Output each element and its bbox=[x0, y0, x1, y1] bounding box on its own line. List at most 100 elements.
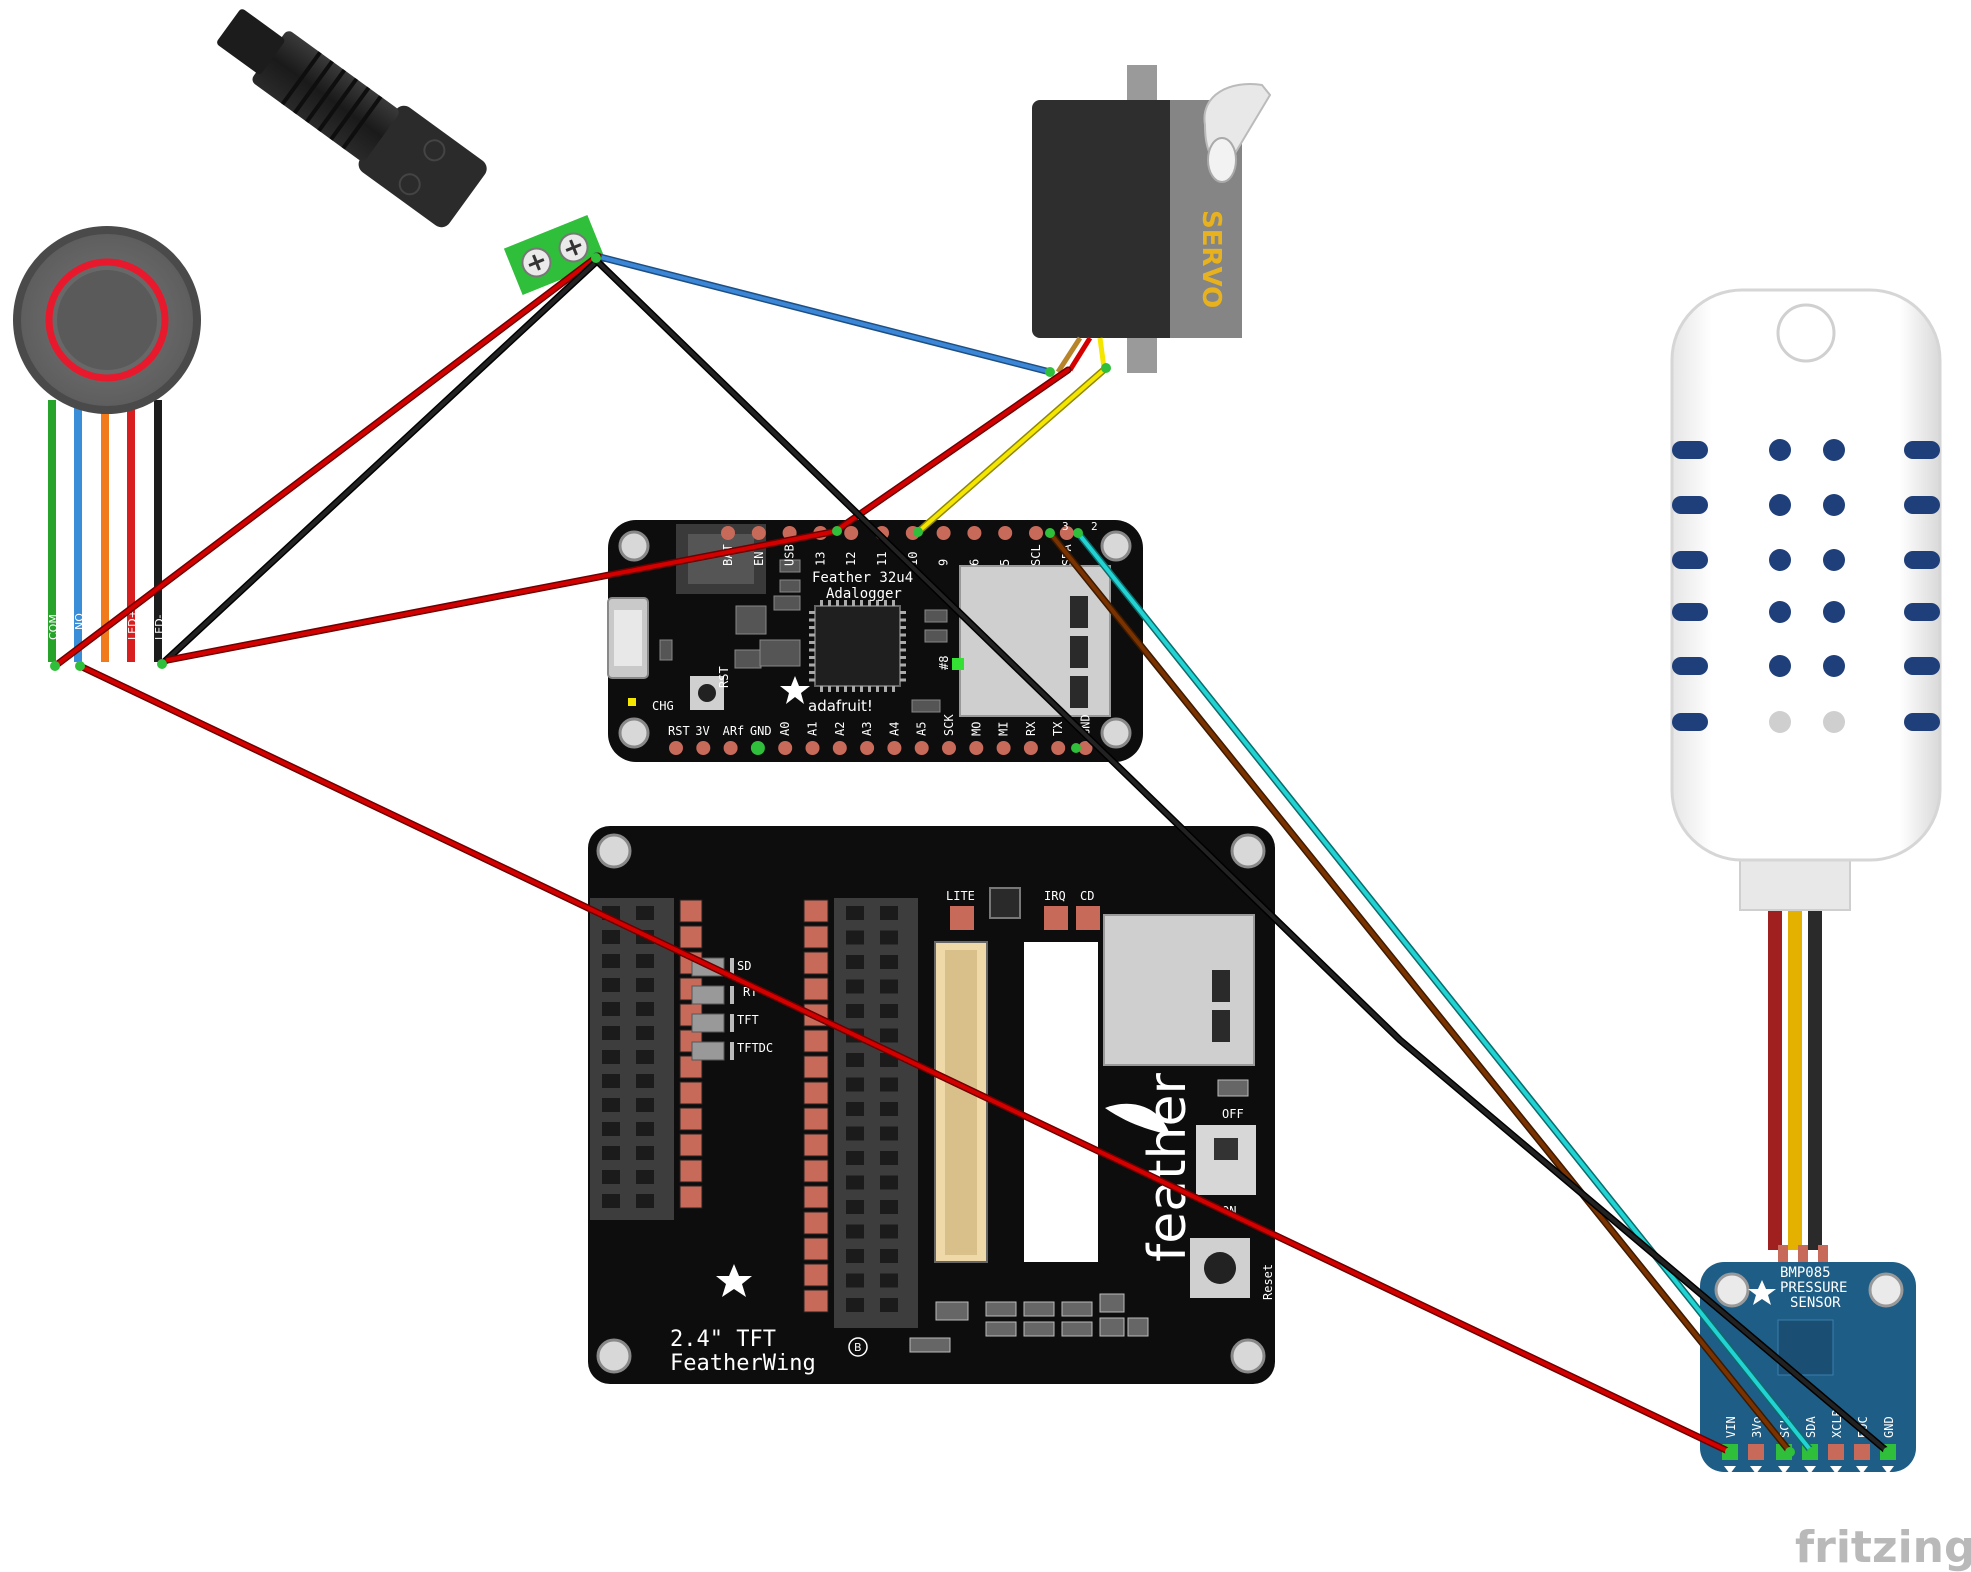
feather-top-pin-label: 5 bbox=[998, 559, 1012, 566]
header-pad bbox=[803, 1107, 829, 1131]
mount-hole bbox=[1100, 530, 1132, 562]
feather-icon bbox=[1105, 1103, 1170, 1135]
feather-bottom-pin-label: RST bbox=[668, 724, 690, 738]
header-socket bbox=[602, 954, 620, 968]
lite-label: LITE bbox=[946, 889, 975, 903]
feather-top-pin-label: 13 bbox=[813, 552, 827, 566]
header-pad bbox=[778, 741, 793, 755]
label-led-plus: LED+ bbox=[126, 609, 139, 640]
dht-vent-hole bbox=[1769, 601, 1791, 623]
rst-label: RST bbox=[717, 666, 731, 688]
dht-vent-slot bbox=[1672, 496, 1708, 514]
header-socket bbox=[636, 1098, 654, 1112]
wire-red-vin bbox=[78, 664, 1732, 1454]
feather-top-pin-label: USB bbox=[783, 544, 797, 566]
header-pad bbox=[679, 899, 703, 923]
smd-component bbox=[985, 1301, 1017, 1317]
header-socket bbox=[880, 1249, 898, 1263]
bmp-pin-arrow bbox=[1724, 1466, 1736, 1474]
irq-pad bbox=[1044, 906, 1068, 930]
featherwing-title-line1: 2.4" TFT bbox=[670, 1327, 776, 1352]
smd-component bbox=[911, 699, 941, 713]
header-pad bbox=[936, 526, 951, 540]
servo-hub bbox=[1207, 137, 1237, 183]
feather-bottom-pin-label: ARf bbox=[723, 724, 745, 738]
header-socket bbox=[846, 1298, 864, 1312]
jack-socket bbox=[217, 9, 285, 74]
dht-vent-hole bbox=[1769, 439, 1791, 461]
feather-bottom-pin-label: A2 bbox=[833, 722, 847, 736]
bmp-pin-label: VIN bbox=[1724, 1416, 1738, 1438]
cd-label: CD bbox=[1080, 889, 1094, 903]
bmp-title-line3: SENSOR bbox=[1790, 1295, 1841, 1311]
dht-vent-slot bbox=[1672, 551, 1708, 569]
mcu-chip bbox=[814, 605, 901, 687]
header-pad bbox=[942, 741, 956, 755]
header-pad bbox=[803, 1237, 829, 1261]
jumper-label-tftdc: TFTDC bbox=[737, 1041, 773, 1055]
mount-hole bbox=[596, 1338, 632, 1374]
mount-hole bbox=[1230, 1338, 1266, 1374]
smd-component bbox=[924, 629, 948, 643]
smd-component bbox=[759, 639, 801, 667]
feather-top-pin-label: SCL bbox=[1029, 544, 1043, 566]
header-pad bbox=[679, 1133, 703, 1157]
header-socket bbox=[846, 1102, 864, 1116]
smd-component bbox=[773, 595, 801, 611]
touch-controller-chip bbox=[989, 887, 1021, 919]
solder-jumper bbox=[691, 1013, 725, 1033]
header-pad bbox=[803, 951, 829, 975]
bmp-pin-label: 3Vo bbox=[1750, 1416, 1764, 1438]
feather-bottom-pin-label: MI bbox=[997, 722, 1011, 736]
header-socket bbox=[636, 906, 654, 920]
header-socket bbox=[880, 1028, 898, 1043]
header-pad bbox=[1078, 741, 1093, 755]
header-pad bbox=[803, 1211, 829, 1235]
header-socket bbox=[636, 1122, 654, 1136]
bmp-pin-label: GND bbox=[1882, 1416, 1896, 1438]
dht-vent-hole bbox=[1769, 494, 1791, 516]
featherwing-title-line2: FeatherWing bbox=[670, 1351, 816, 1376]
dht-vent-slot bbox=[1672, 441, 1708, 459]
header-socket bbox=[602, 1170, 620, 1184]
feather-subtitle: Adalogger bbox=[826, 586, 902, 602]
bmp-pin-arrow bbox=[1856, 1466, 1868, 1474]
smd-component bbox=[1217, 1079, 1249, 1097]
bmp-pin-pad bbox=[1748, 1444, 1764, 1460]
reset-label: Reset bbox=[1261, 1264, 1275, 1300]
header-pad bbox=[696, 741, 711, 755]
mount-hole bbox=[1868, 1272, 1904, 1308]
header-socket bbox=[602, 978, 620, 992]
header-pad bbox=[679, 1107, 703, 1131]
wire-brown-scl bbox=[1048, 531, 1792, 1454]
header-socket bbox=[880, 1126, 898, 1141]
feather-bottom-pin-label: RX bbox=[1024, 721, 1038, 736]
wire-red-jack-to-button bbox=[53, 254, 600, 668]
header-socket bbox=[602, 1098, 620, 1112]
wire-red-servo-power bbox=[835, 368, 1070, 532]
smd-component bbox=[909, 1337, 951, 1353]
header-pad bbox=[803, 1159, 829, 1183]
bmp-pin-arrow bbox=[1882, 1466, 1894, 1474]
header-pad bbox=[679, 1081, 703, 1105]
header-socket bbox=[636, 954, 654, 968]
header-pad bbox=[721, 526, 735, 540]
header-pad bbox=[803, 1289, 829, 1313]
header-socket bbox=[602, 1026, 620, 1040]
mount-hole bbox=[1714, 1272, 1750, 1308]
dht-lead-yellow bbox=[1788, 860, 1802, 1250]
dht-lead-red bbox=[1768, 860, 1782, 1250]
header-socket bbox=[880, 906, 898, 920]
header-pad bbox=[679, 1159, 703, 1183]
feather-logo-text: feather bbox=[1138, 1072, 1198, 1262]
header-socket bbox=[602, 1050, 620, 1064]
temperature-humidity-sensor bbox=[1670, 288, 1942, 1250]
header-pad bbox=[803, 899, 829, 923]
mount-hole bbox=[618, 717, 650, 749]
header-pad bbox=[887, 741, 902, 755]
header-socket bbox=[880, 1151, 898, 1165]
header-socket bbox=[636, 1050, 654, 1064]
lead-nc bbox=[101, 400, 109, 662]
